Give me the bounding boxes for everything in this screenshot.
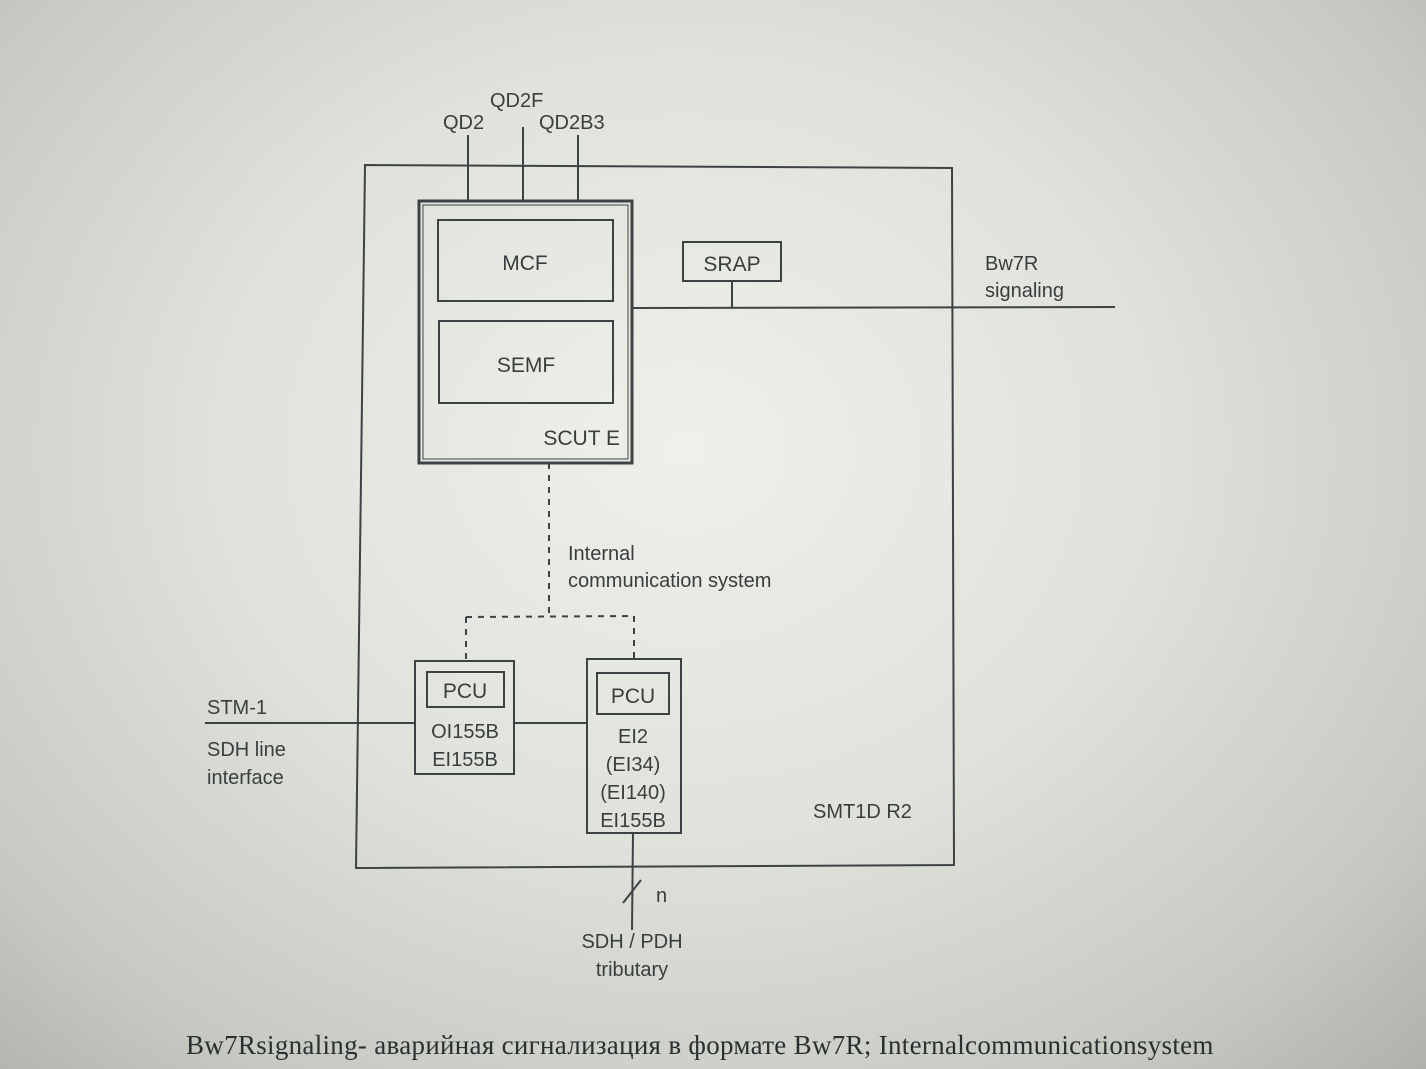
- pcu-card-left: [414, 660, 515, 775]
- n-label: n: [656, 885, 667, 907]
- semf-label: SEMF: [497, 354, 555, 377]
- smt1d-r2-frame: [354, 163, 956, 870]
- oi155b-label: OI155B: [431, 721, 499, 743]
- qd2f-label: QD2F: [490, 90, 543, 112]
- pcu-box-right: [596, 672, 670, 715]
- pcu-card-right: [586, 658, 682, 834]
- pcu-right-label: PCU: [611, 685, 655, 708]
- sdh-line-label: SDH line: [207, 739, 286, 761]
- bw7r-signaling-line: [631, 306, 1116, 309]
- stm1-label: STM-1: [207, 697, 267, 719]
- signaling-label: signaling: [985, 280, 1064, 302]
- scute-label: SCUT E: [543, 427, 620, 450]
- mcf-block: [437, 219, 614, 302]
- caption-text: Bw7Rsignaling- аварийная сигнализация в …: [186, 1030, 1214, 1060]
- smt1d-r2-label: SMT1D R2: [813, 801, 912, 823]
- semf-block: [438, 320, 614, 404]
- sdh-pdh-label: SDH / PDH: [581, 931, 682, 953]
- ei140-label: (EI140): [600, 782, 666, 804]
- mcf-label: MCF: [502, 252, 548, 275]
- ei34-label: (EI34): [606, 754, 660, 776]
- pcu-left-label: PCU: [443, 680, 487, 703]
- qd2b3-label: QD2B3: [539, 112, 605, 134]
- internal-label: Internal: [568, 543, 635, 565]
- tributary-slash: [622, 879, 642, 904]
- tributary-line: [631, 832, 634, 931]
- scute-block: [417, 199, 634, 465]
- qd2-label: QD2: [443, 112, 484, 134]
- ei2-label: EI2: [618, 726, 648, 748]
- bw7r-label: Bw7R: [985, 253, 1038, 275]
- ei155b-left-label: EI155B: [432, 749, 498, 771]
- pcu-box-left: [426, 671, 505, 708]
- srap-label: SRAP: [703, 253, 760, 276]
- tributary-label: tributary: [596, 959, 668, 981]
- internal-communication-bus: [465, 463, 635, 660]
- ei155b-right-label: EI155B: [600, 810, 666, 832]
- communication-system-label: communication system: [568, 570, 771, 592]
- interface-label: interface: [207, 767, 284, 789]
